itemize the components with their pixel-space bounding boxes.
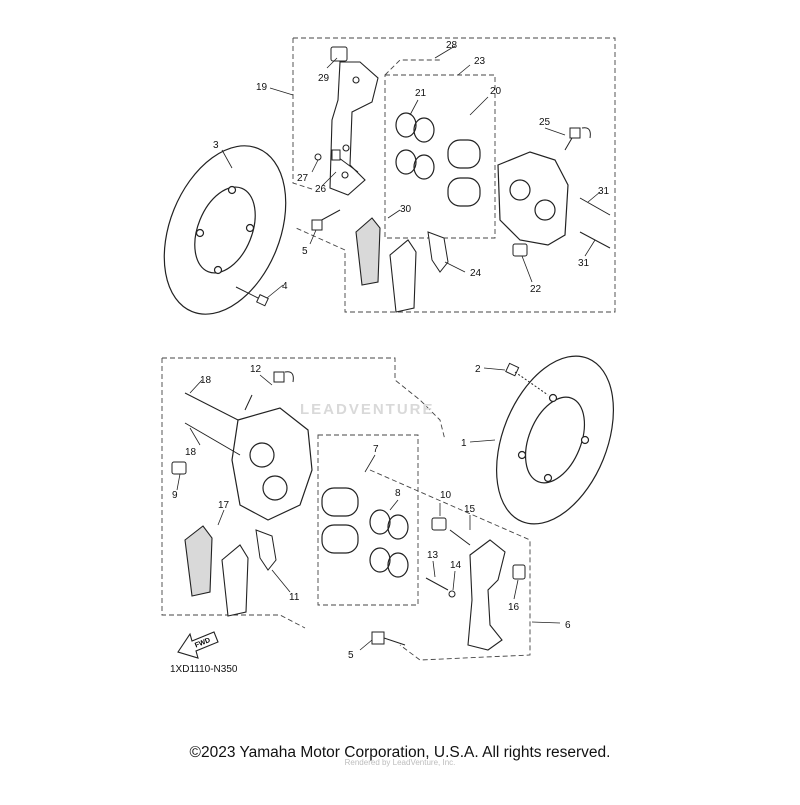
rear-caliper-pistons <box>447 139 481 207</box>
callout-26: 26 <box>315 184 327 195</box>
rear-pad-spring <box>427 231 449 273</box>
fwd-arrow <box>177 631 219 659</box>
callout-8: 8 <box>395 488 401 499</box>
front-caliper-pistons <box>321 487 359 554</box>
rear-cap <box>512 243 528 257</box>
front-brake-disc <box>495 355 615 525</box>
upper-leaders <box>221 45 601 299</box>
front-pad-spring <box>255 529 277 571</box>
render-note: Rendered by LeadVenture, Inc. <box>344 758 456 767</box>
callout-5-lower: 5 <box>348 650 354 661</box>
figure-code: 1XD1110-N350 <box>170 664 238 675</box>
rear-caliper-body <box>497 151 569 246</box>
rear-brake-disc <box>163 145 287 315</box>
callout-28: 28 <box>446 40 458 51</box>
rear-caliper-seals <box>395 112 435 180</box>
callout-2: 2 <box>475 364 481 375</box>
front-disc-bolt <box>505 362 549 396</box>
callout-5-upper: 5 <box>302 246 308 257</box>
callout-29: 29 <box>318 73 330 84</box>
front-caliper-body <box>231 407 313 521</box>
front-brake-pads <box>184 525 249 617</box>
front-pin-bolts <box>184 392 241 456</box>
callout-13: 13 <box>427 550 439 561</box>
callout-24: 24 <box>470 268 482 279</box>
callout-27: 27 <box>297 173 309 184</box>
lower-assembly-boundary <box>161 357 531 661</box>
front-bracket-hardware <box>371 517 526 646</box>
callout-22: 22 <box>530 284 542 295</box>
callout-4: 4 <box>282 281 288 292</box>
lower-leaders <box>176 367 561 651</box>
rear-bracket-bolt <box>311 46 359 231</box>
front-cap <box>171 461 187 475</box>
callout-1: 1 <box>461 438 467 449</box>
callout-15: 15 <box>464 504 476 515</box>
callout-19: 19 <box>256 82 268 93</box>
callout-10: 10 <box>440 490 452 501</box>
callout-9: 9 <box>172 490 178 501</box>
callout-25: 25 <box>539 117 551 128</box>
callout-11: 11 <box>289 592 300 603</box>
front-caliper-bracket <box>467 539 506 651</box>
callout-14: 14 <box>450 560 462 571</box>
callout-16: 16 <box>508 602 520 613</box>
callout-30: 30 <box>400 204 412 215</box>
callout-31-bottom: 31 <box>578 258 590 269</box>
callout-17: 17 <box>218 500 230 511</box>
callout-20: 20 <box>490 86 502 97</box>
callout-21: 21 <box>415 88 427 99</box>
callout-7: 7 <box>373 444 379 455</box>
callout-12: 12 <box>250 364 262 375</box>
rear-disc-bolt <box>235 286 269 307</box>
callout-18-bottom: 18 <box>185 447 197 458</box>
rear-brake-pads <box>355 217 417 313</box>
callout-6: 6 <box>565 620 571 631</box>
callout-numbers: 1 2 3 4 5 5 6 7 8 9 10 11 12 13 14 15 16… <box>172 40 610 661</box>
callout-18-top: 18 <box>200 375 212 386</box>
copyright-notice: ©2023 Yamaha Motor Corporation, U.S.A. A… <box>189 744 611 761</box>
front-caliper-seals <box>369 509 409 578</box>
callout-23: 23 <box>474 56 486 67</box>
rear-caliper-bracket <box>329 61 379 196</box>
front-bleed-screw <box>244 371 294 411</box>
rear-bleed-screw <box>564 127 591 151</box>
callout-3: 3 <box>213 140 219 151</box>
watermark: LEADVENTURE <box>300 401 435 418</box>
callout-31-top: 31 <box>598 186 610 197</box>
